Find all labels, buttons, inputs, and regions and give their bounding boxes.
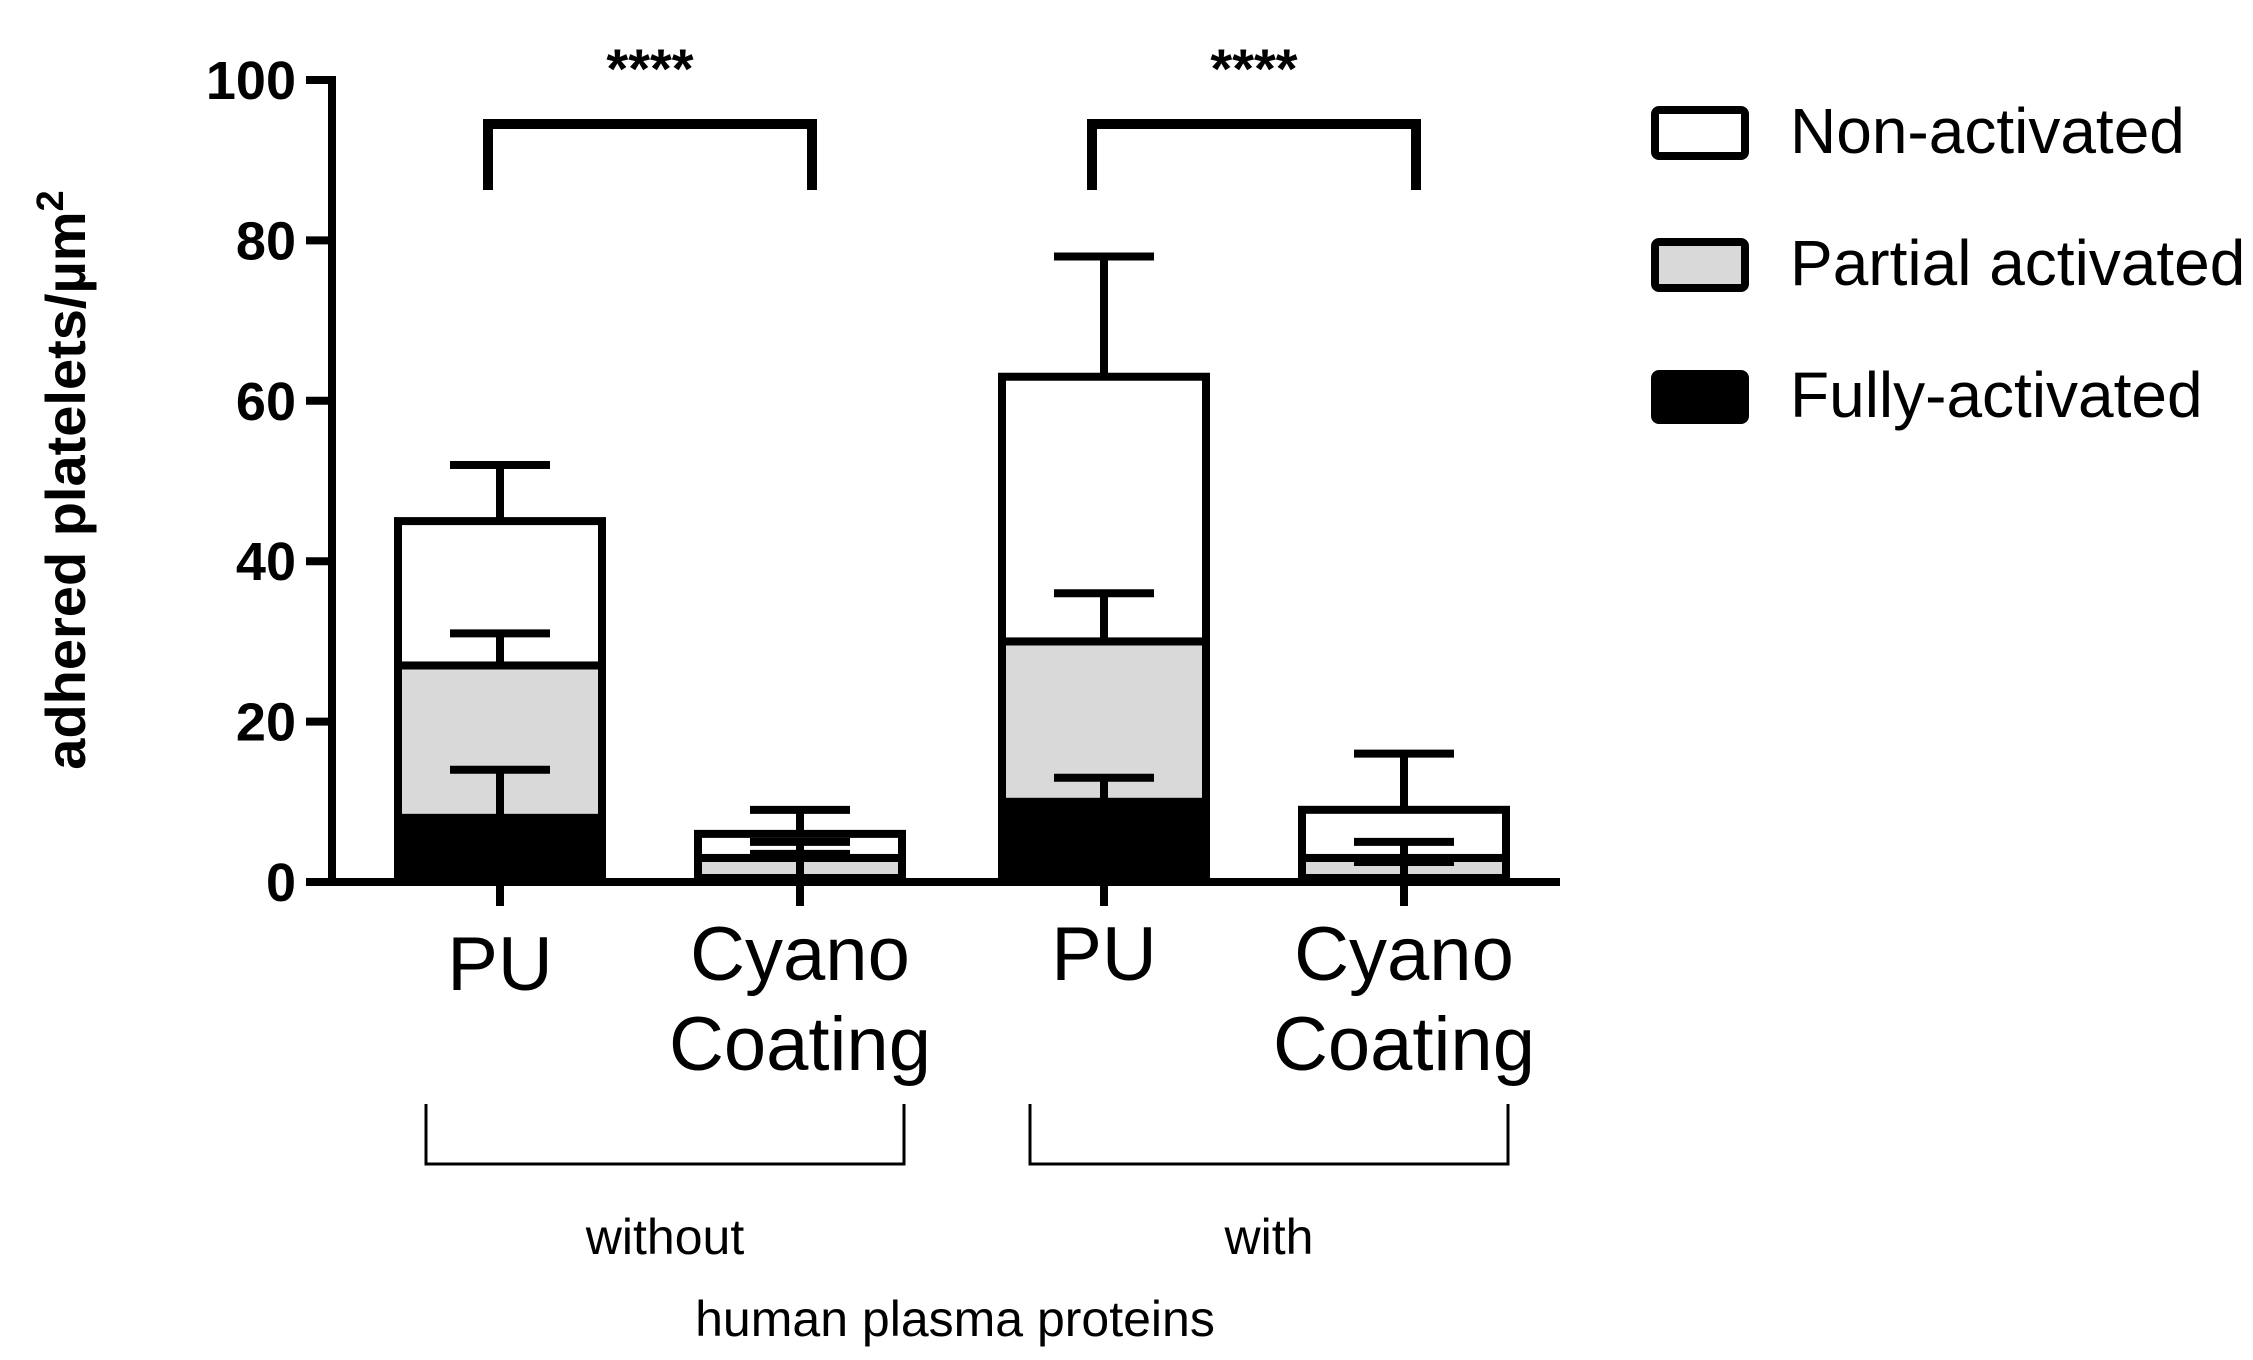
y-tick-label: 80 [236, 211, 296, 271]
x-category-label: PU [447, 922, 553, 1007]
y-axis-label-superscript: 2 [30, 190, 72, 211]
x-category-label: PU [1051, 912, 1157, 997]
bar-segment [394, 813, 606, 887]
x-category-label: Cyano [690, 912, 910, 997]
group-bracket [1028, 1104, 1510, 1166]
significance-bracket [1087, 119, 1421, 190]
legend-swatch [1651, 106, 1749, 160]
y-tick-label: 0 [266, 853, 296, 913]
y-axis-label: adhered platelets/µm2 [30, 190, 97, 769]
group-label: without [585, 1209, 745, 1265]
x-category-label: Coating [669, 1002, 931, 1087]
group-label: with [1224, 1209, 1314, 1265]
significance-stars: **** [606, 37, 693, 100]
legend-swatch [1651, 238, 1749, 292]
legend-label: Non-activated [1790, 95, 2185, 167]
y-tick-label: 20 [236, 693, 296, 753]
x-category-label: Cyano [1294, 912, 1514, 997]
y-tick-label: 60 [236, 372, 296, 432]
x-category-label: Coating [1273, 1002, 1535, 1087]
y-axis: 0 20 40 60 80 100 [206, 51, 336, 913]
bar-segment [998, 797, 1210, 886]
significance-bracket [483, 119, 817, 190]
legend-label: Partial activated [1790, 227, 2245, 299]
legend-label: Fully-activated [1790, 359, 2203, 431]
bars [394, 372, 1510, 887]
legend-swatch [1651, 370, 1749, 424]
significance-annotations: **** **** [483, 37, 1421, 190]
significance-stars: **** [1210, 37, 1297, 100]
error-bars [450, 252, 1454, 878]
group-bracket [424, 1104, 906, 1166]
group-axis-label: human plasma proteins [695, 1291, 1215, 1347]
y-tick-label: 100 [206, 51, 296, 111]
y-axis-label-text: adhered platelets/µm [34, 211, 97, 769]
y-tick-label: 40 [236, 532, 296, 592]
